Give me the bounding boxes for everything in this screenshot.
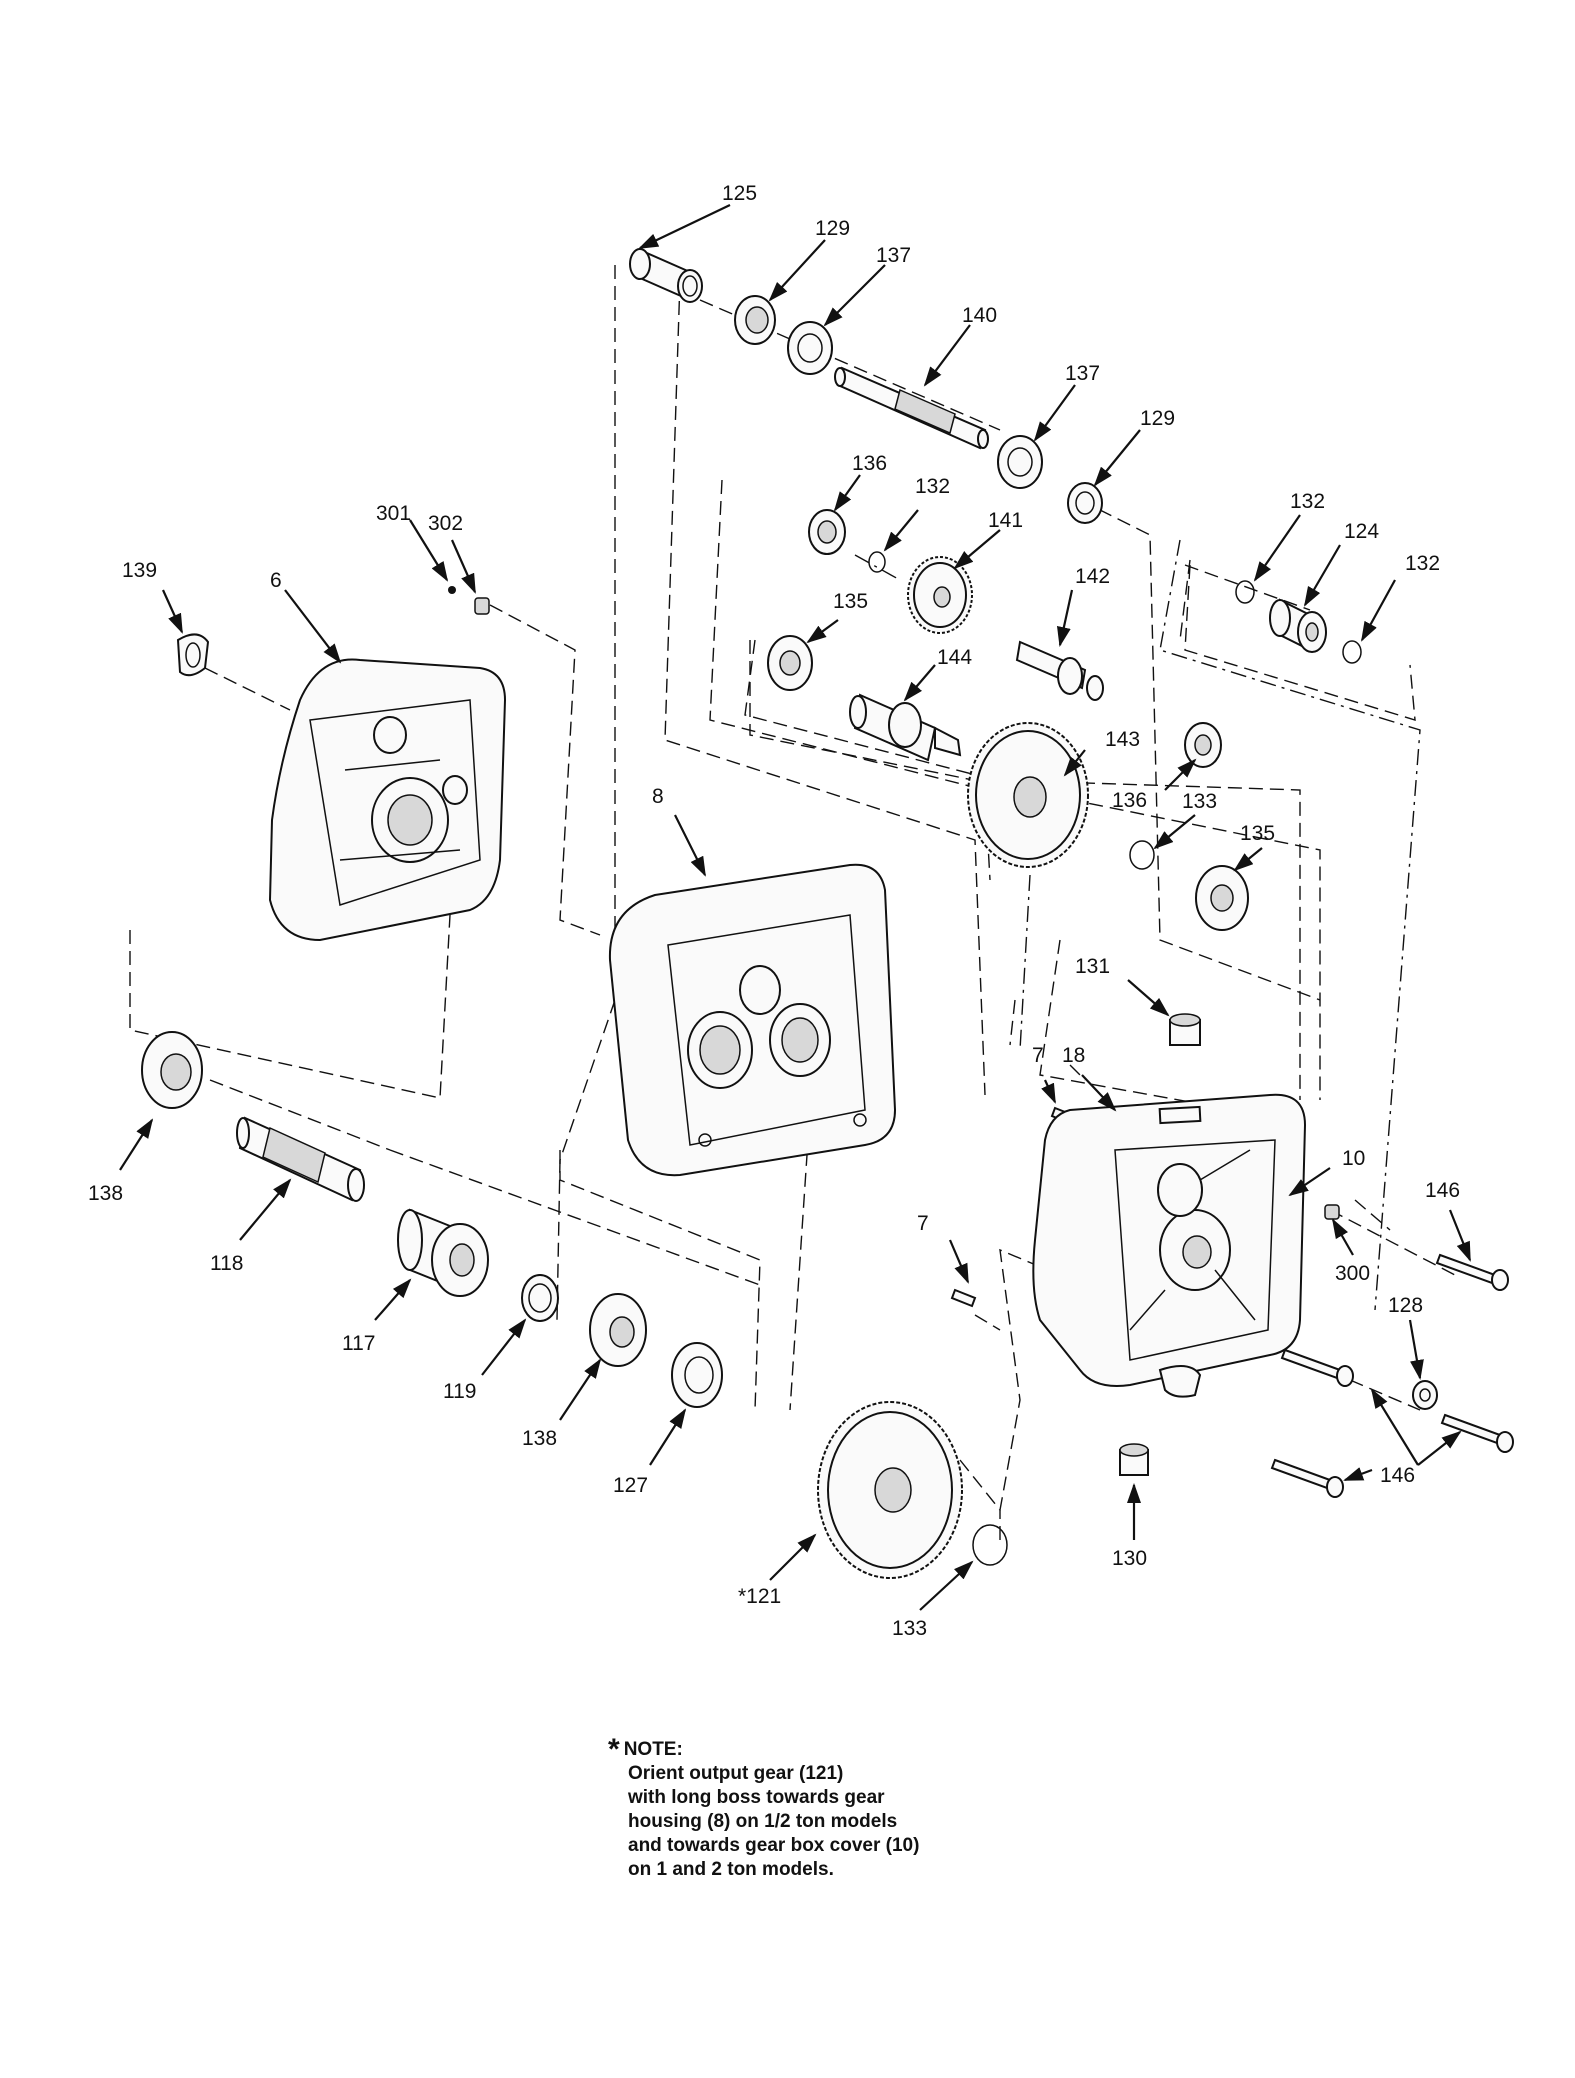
part-135-bearing-2 xyxy=(1195,865,1249,931)
part-146-bolt-3 xyxy=(1440,1413,1514,1453)
part-10-gear-box-cover xyxy=(1032,1093,1307,1398)
part-136-bearing xyxy=(808,509,846,555)
part-132-ring-2 xyxy=(1235,580,1255,604)
callout-137-2: 137 xyxy=(1065,362,1100,385)
callout-136: 136 xyxy=(852,452,887,475)
callout-142: 142 xyxy=(1075,565,1110,588)
part-132-ring-3 xyxy=(1342,640,1362,664)
callout-143: 143 xyxy=(1105,728,1140,751)
note-asterisk: * xyxy=(608,1733,620,1766)
callout-302: 302 xyxy=(428,512,463,535)
callout-138: 138 xyxy=(88,1182,123,1205)
part-117-hub xyxy=(397,1208,489,1297)
callout-118: 118 xyxy=(210,1252,243,1275)
part-140-shaft xyxy=(834,366,989,450)
callout-135-2: 135 xyxy=(1240,822,1275,845)
callout-140: 140 xyxy=(962,304,997,327)
callout-7: 7 xyxy=(1032,1044,1044,1067)
part-141-gear xyxy=(907,556,973,634)
callout-133: 133 xyxy=(1182,790,1217,813)
part-300-plug xyxy=(1324,1204,1340,1220)
part-136-bearing-2 xyxy=(1184,722,1222,768)
part-125-bushing xyxy=(629,248,703,303)
part-129-washer xyxy=(734,295,776,345)
part-6-housing xyxy=(268,658,507,942)
part-128-washer xyxy=(1412,1380,1438,1410)
callout-127: 127 xyxy=(613,1474,648,1497)
part-139-clip xyxy=(176,633,210,677)
callout-117: 117 xyxy=(342,1332,375,1355)
part-8-gear-housing xyxy=(608,863,897,1177)
callout-125: 125 xyxy=(722,182,757,205)
callout-132: 132 xyxy=(915,475,950,498)
note-line: housing (8) on 1/2 ton models xyxy=(628,1811,898,1832)
part-131-plug xyxy=(1169,1013,1201,1046)
callout-121: *121 xyxy=(738,1585,781,1608)
callout-labels: 125 129 137 140 137 129 136 132 141 132 … xyxy=(88,182,1460,1640)
callout-leaders xyxy=(119,204,1472,1611)
part-7-pin-2 xyxy=(950,1288,977,1308)
callout-124: 124 xyxy=(1344,520,1379,543)
callout-18: 18 xyxy=(1062,1044,1085,1067)
callout-141: 141 xyxy=(988,509,1023,532)
callout-10: 10 xyxy=(1342,1147,1365,1170)
part-124-pinion xyxy=(1269,598,1327,653)
part-146-bolt-2 xyxy=(1280,1348,1354,1387)
part-135-bearing xyxy=(767,635,813,691)
part-130-plug xyxy=(1119,1443,1149,1476)
part-119-washer xyxy=(521,1274,559,1322)
part-127-washer xyxy=(671,1342,723,1408)
callout-135: 135 xyxy=(833,590,868,613)
part-133-ring-2 xyxy=(972,1524,1008,1566)
part-146-bolt xyxy=(1435,1253,1509,1291)
note-line: with long boss towards gear xyxy=(628,1787,885,1808)
part-142-shaft xyxy=(1015,640,1104,701)
note-line: and towards gear box cover (10) xyxy=(628,1835,920,1856)
part-138-bearing xyxy=(141,1031,203,1109)
part-118-output-shaft xyxy=(236,1116,365,1202)
part-144-pinion-shaft xyxy=(849,693,962,762)
part-301-ball xyxy=(448,586,456,594)
part-138-bearing-2 xyxy=(589,1293,647,1367)
part-129-washer-2 xyxy=(1067,482,1103,524)
callout-128: 128 xyxy=(1388,1294,1423,1317)
part-143-gear xyxy=(967,722,1089,868)
part-137-bearing xyxy=(787,321,833,375)
note-title: NOTE: xyxy=(623,1739,683,1760)
callout-119: 119 xyxy=(443,1380,476,1403)
callout-8: 8 xyxy=(652,785,664,808)
note-line: Orient output gear (121) xyxy=(628,1763,844,1784)
callout-301: 301 xyxy=(376,502,411,525)
note-heading: * NOTE: xyxy=(608,1733,1068,1766)
callout-6: 6 xyxy=(270,569,282,592)
callout-132-3: 132 xyxy=(1405,552,1440,575)
callout-139: 139 xyxy=(122,559,157,582)
callout-146-2: 146 xyxy=(1380,1464,1415,1487)
callout-7-2: 7 xyxy=(917,1212,929,1235)
callout-137: 137 xyxy=(876,244,911,267)
callout-300: 300 xyxy=(1335,1262,1370,1285)
part-133-ring xyxy=(1129,840,1155,870)
callout-138-2: 138 xyxy=(522,1427,557,1450)
callout-133-2: 133 xyxy=(892,1617,927,1640)
part-137-bearing-2 xyxy=(997,435,1043,489)
part-132-ring xyxy=(868,551,886,573)
callout-130: 130 xyxy=(1112,1547,1147,1570)
assembly-note: * NOTE: Orient output gear (121) with lo… xyxy=(608,1733,1068,1882)
callout-129: 129 xyxy=(815,217,850,240)
callout-129-2: 129 xyxy=(1140,407,1175,430)
callout-132-2: 132 xyxy=(1290,490,1325,513)
part-302-plug xyxy=(474,597,490,615)
callout-131: 131 xyxy=(1075,955,1110,978)
part-146-bolt-4 xyxy=(1270,1458,1344,1498)
callout-144: 144 xyxy=(937,646,972,669)
note-line: on 1 and 2 ton models. xyxy=(628,1859,834,1880)
part-121-output-gear xyxy=(817,1401,963,1579)
callout-136-2: 136 xyxy=(1112,789,1147,812)
callout-146: 146 xyxy=(1425,1179,1460,1202)
